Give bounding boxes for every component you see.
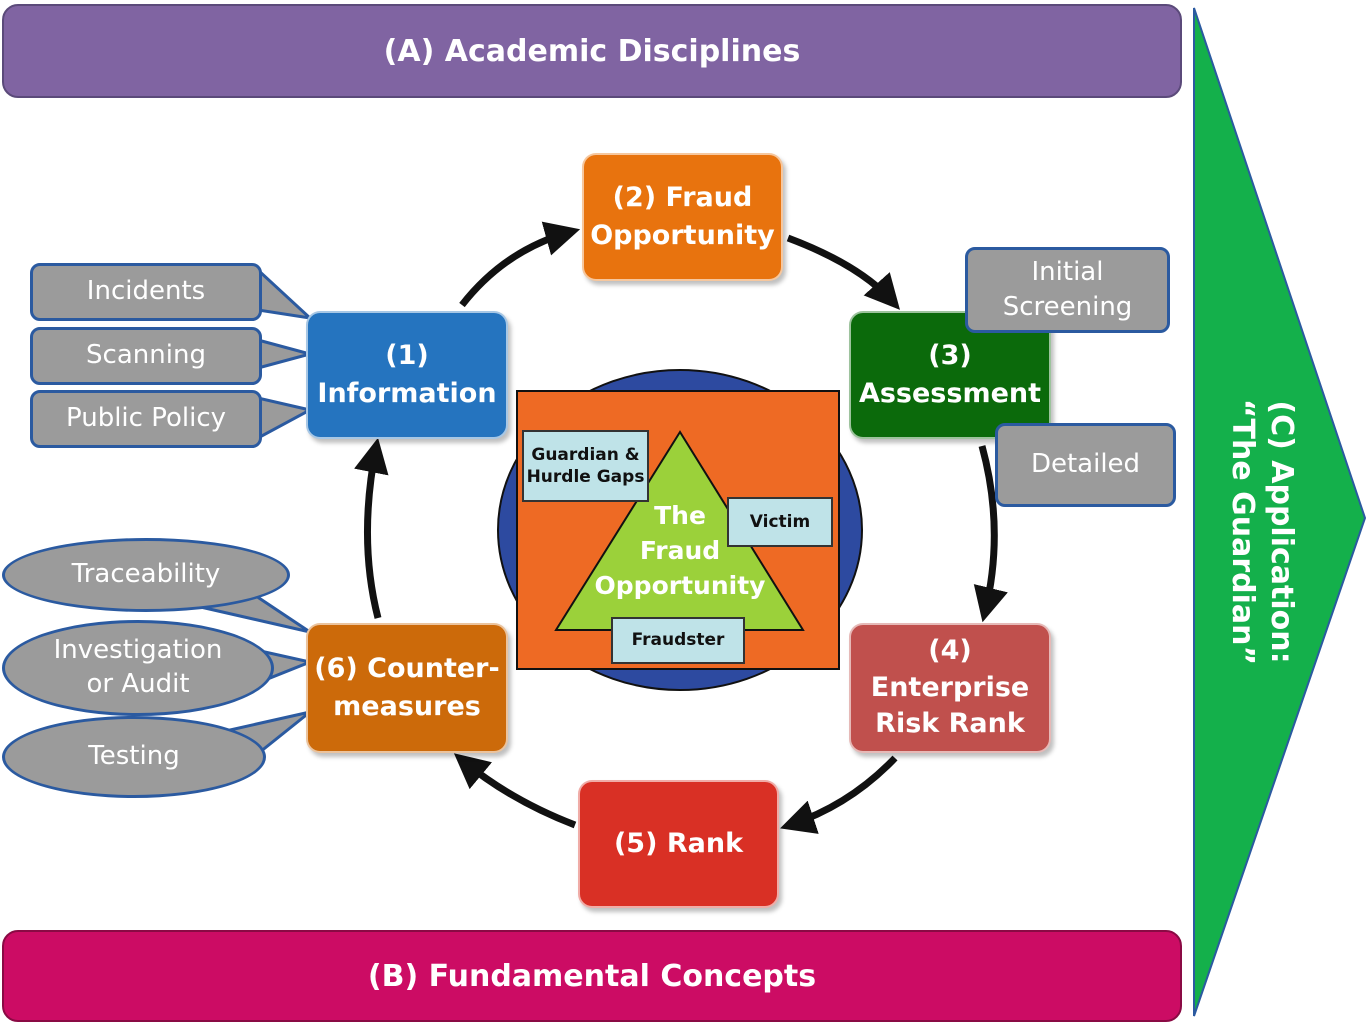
fraudster-label: Fraudster [611, 617, 745, 664]
enterprise-risk-rank-line2: Risk Rank [875, 708, 1025, 740]
triangle-title-line1: The [654, 501, 706, 530]
testing-oval: Testing [2, 716, 266, 798]
information-number: (1) [385, 340, 429, 372]
public-policy-callout: Public Policy [30, 390, 262, 448]
arrow-opportunity-to-assessment [786, 234, 900, 310]
victim-label: Victim [727, 497, 833, 547]
guardian-hurdle-gaps-label: Guardian & Hurdle Gaps [522, 430, 649, 502]
academic-disciplines-band: (A) Academic Disciplines [2, 4, 1182, 98]
countermeasures-box: (6) Counter- measures [306, 623, 508, 753]
investigation-line2: or Audit [86, 669, 190, 699]
fundamental-concepts-label: (B) Fundamental Concepts [367, 958, 817, 994]
guardian-line2: Hurdle Gaps [526, 467, 645, 487]
arrow-assessment-to-risk-rank [973, 445, 1008, 623]
countermeasures-line1: (6) Counter- [314, 653, 500, 685]
traceability-oval: Traceability [2, 538, 290, 612]
enterprise-risk-rank-line1: Enterprise [870, 671, 1030, 703]
scanning-text: Scanning [86, 340, 206, 371]
detailed-box: Detailed [995, 423, 1176, 507]
academic-disciplines-label: (A) Academic Disciplines [383, 33, 801, 69]
application-chevron [1193, 7, 1367, 1017]
investigation-audit-oval: Investigation or Audit [2, 620, 274, 716]
enterprise-risk-rank-box: (4) Enterprise Risk Rank [849, 623, 1051, 753]
arrow-countermeasures-to-information [354, 437, 389, 619]
triangle-title: The Fraud Opportunity [578, 498, 782, 603]
investigation-line1: Investigation [53, 635, 223, 666]
traceability-text: Traceability [71, 559, 221, 590]
testing-text: Testing [88, 741, 180, 772]
victim-text: Victim [749, 511, 811, 532]
triangle-title-line2: Fraud [639, 536, 721, 565]
rank-title: (5) Rank [613, 828, 744, 860]
countermeasures-line2: measures [333, 691, 481, 722]
fraud-opportunity-line2: Opportunity [590, 220, 775, 251]
fraudster-text: Fraudster [631, 630, 725, 651]
initial-screening-line1: Initial [1031, 256, 1104, 287]
arrow-risk-rank-to-rank [780, 755, 898, 834]
fraud-opportunity-box: (2) Fraud Opportunity [582, 153, 783, 281]
arrow-rank-to-countermeasures [453, 753, 577, 829]
assessment-number: (3) [928, 340, 972, 372]
initial-screening-line2: Screening [1002, 292, 1133, 322]
rank-box: (5) Rank [578, 780, 779, 908]
information-title: Information [317, 378, 497, 409]
enterprise-risk-rank-number: (4) [928, 635, 972, 667]
public-policy-text: Public Policy [66, 403, 226, 434]
initial-screening-box: Initial Screening [965, 247, 1170, 333]
scanning-callout: Scanning [30, 327, 262, 385]
detailed-text: Detailed [1030, 449, 1141, 480]
information-box: (1) Information [306, 311, 508, 439]
assessment-box: (3) Assessment [849, 311, 1051, 439]
arrow-information-to-opportunity [459, 221, 581, 308]
fundamental-concepts-band: (B) Fundamental Concepts [2, 930, 1182, 1022]
triangle-title-line3: Opportunity [594, 571, 766, 600]
assessment-title: Assessment [858, 378, 1042, 409]
guardian-line1: Guardian & [531, 444, 640, 465]
fraud-opportunity-line1: (2) Fraud [612, 182, 753, 214]
incidents-callout: Incidents [30, 263, 262, 321]
incidents-text: Incidents [86, 276, 206, 307]
